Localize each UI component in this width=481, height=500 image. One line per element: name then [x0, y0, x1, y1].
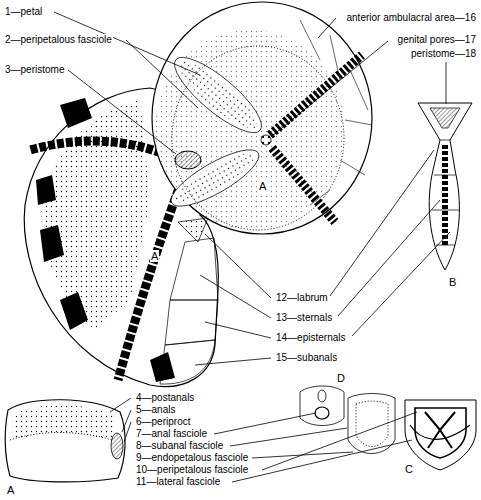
plate-lines — [300, 20, 372, 205]
plate — [60, 292, 88, 330]
stipple — [12, 405, 116, 440]
periproct — [111, 433, 123, 459]
figure-letter: C — [404, 463, 414, 475]
leader-line — [126, 40, 198, 108]
callout-label: 14—episternals — [275, 332, 346, 344]
side-view — [5, 400, 125, 482]
figure-letter: A — [150, 250, 159, 262]
leader-line — [338, 200, 440, 316]
callout-label: 4—postanals — [135, 392, 195, 404]
leader-line — [200, 275, 271, 318]
leader-line — [446, 62, 447, 104]
fasciole-diagram-d — [300, 386, 395, 454]
petal — [171, 146, 260, 210]
test-outline — [348, 394, 395, 454]
genital-pore — [268, 136, 270, 138]
leader-line — [232, 440, 412, 482]
callout-label: 6—periproct — [135, 416, 191, 428]
callout-label: 2—peripetalous fasciole — [4, 34, 113, 46]
callout-label: genital pores—17 — [397, 34, 477, 46]
anal-fasciole — [315, 407, 329, 419]
figure-letter: A — [6, 484, 15, 496]
plastron-outline — [418, 103, 472, 270]
callout-label: 12—labrum — [275, 292, 329, 304]
stipple — [42, 100, 150, 330]
leader-line — [124, 422, 131, 442]
leader-line — [195, 358, 271, 365]
plate — [36, 175, 56, 205]
test-outline — [405, 400, 476, 470]
leader-line — [262, 412, 417, 470]
leader-line — [68, 70, 176, 154]
test-outline — [5, 400, 125, 482]
genital-pore — [268, 142, 270, 144]
peristome — [175, 151, 201, 169]
leader-line — [122, 410, 131, 432]
leader-line — [272, 41, 388, 136]
petal — [165, 47, 271, 144]
callout-label: 3—peristome — [4, 64, 65, 76]
callout-label: 8—subanal fasciole — [135, 440, 224, 452]
plate — [60, 98, 92, 128]
test-outline — [152, 2, 372, 234]
subanals — [160, 340, 215, 384]
apical-disc — [261, 135, 271, 145]
fasciole-diagram-c — [405, 400, 476, 470]
leader-line — [205, 234, 271, 298]
aboral-view — [152, 2, 372, 234]
labrum — [178, 218, 208, 242]
figure-letter: D — [336, 372, 346, 384]
test-outline — [300, 386, 344, 426]
leader-line — [330, 150, 434, 296]
petal — [164, 140, 266, 216]
periproct — [318, 390, 326, 402]
plate-lines — [432, 140, 459, 245]
plastron-view — [418, 103, 472, 270]
leader-lines — [54, 12, 450, 482]
callout-label: anterior ambulacral area—16 — [345, 12, 477, 24]
leader-line — [110, 398, 131, 412]
petals — [425, 412, 455, 448]
leader-line — [318, 18, 336, 38]
callout-label: 7—anal fasciole — [135, 428, 208, 440]
sternals — [170, 238, 218, 300]
leader-line — [214, 413, 316, 434]
genital-pore — [262, 136, 264, 138]
leader-line — [205, 322, 271, 338]
genital-pore — [262, 142, 264, 144]
ambulacrum — [442, 145, 448, 245]
leader-line — [352, 232, 450, 336]
plate — [40, 225, 64, 262]
anterior-ambulacrum — [270, 55, 362, 135]
callout-label: 9—endopetalous fasciole — [135, 452, 249, 464]
petal — [171, 53, 264, 137]
figure-letter: A — [258, 180, 267, 192]
callout-label: 1—petal — [4, 6, 43, 18]
anal-fasciole — [10, 433, 112, 441]
endopetalous-fasciole — [356, 401, 388, 447]
callout-label: 11—lateral fasciole — [135, 476, 221, 488]
peristome — [430, 108, 460, 128]
figure-letter: B — [448, 276, 457, 288]
callout-label: 15—subanals — [275, 352, 338, 364]
callout-label: 13—sternals — [275, 312, 333, 324]
peripetalous-fasciole — [172, 46, 344, 230]
callout-label: peristome—18 — [410, 48, 477, 60]
callout-label: 10—peripetalous fasciole — [135, 464, 249, 476]
petal-band — [272, 148, 335, 222]
callout-label: 5—anals — [135, 404, 176, 416]
lateral-fasciole — [410, 425, 470, 439]
episternals — [165, 300, 218, 345]
leader-line — [230, 428, 347, 446]
